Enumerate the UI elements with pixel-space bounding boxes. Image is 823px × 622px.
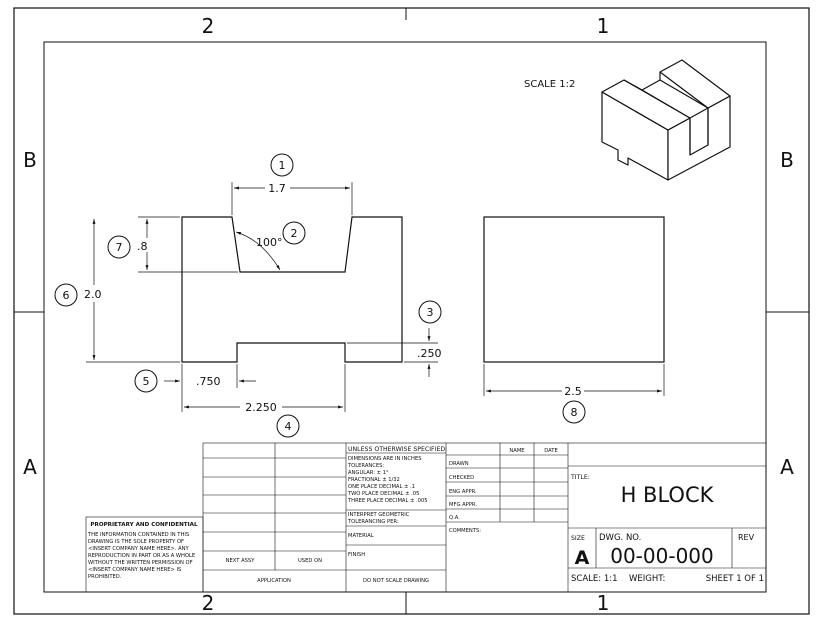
svg-text:4: 4 xyxy=(285,420,292,433)
name-header: NAME xyxy=(509,448,524,454)
balloon-8 xyxy=(562,400,586,424)
svg-text:THREE PLACE DECIMAL ± .005: THREE PLACE DECIMAL ± .005 xyxy=(347,498,428,504)
outer-border xyxy=(13,7,810,615)
application-label: APPLICATION xyxy=(257,578,291,584)
zone-right-a: A xyxy=(780,455,794,479)
zone-bottom-1: 1 xyxy=(597,591,610,615)
isometric-view xyxy=(601,59,731,181)
svg-text:CHECKED: CHECKED xyxy=(449,475,474,481)
dim-foot-height: .250 xyxy=(417,347,442,360)
svg-text:ENG APPR.: ENG APPR. xyxy=(449,489,477,495)
zone-top-1: 1 xyxy=(597,14,610,38)
balloon-6 xyxy=(54,283,78,307)
iso-top-right xyxy=(659,59,731,109)
svg-text:ANGULAR: ± 1°: ANGULAR: ± 1° xyxy=(348,470,389,476)
balloon-4 xyxy=(276,414,300,438)
rev-label: REV xyxy=(738,533,755,542)
svg-text:ONE PLACE DECIMAL ± .1: ONE PLACE DECIMAL ± .1 xyxy=(348,484,415,490)
balloon-3 xyxy=(418,300,442,324)
svg-text:5: 5 xyxy=(143,375,150,388)
svg-text:TOLERANCES:: TOLERANCES: xyxy=(347,463,384,469)
used-on-label: USED ON xyxy=(298,558,322,564)
svg-text:8: 8 xyxy=(571,406,578,419)
drawing-title: H BLOCK xyxy=(621,483,715,507)
svg-text:DRAWING IS THE SOLE PROPERTY O: DRAWING IS THE SOLE PROPERTY OF xyxy=(88,539,184,545)
svg-text:Q.A.: Q.A. xyxy=(449,515,460,521)
size-label: SIZE xyxy=(571,535,585,542)
dim-width-top: 1.7 xyxy=(268,182,286,195)
date-header: DATE xyxy=(544,448,558,454)
balloon-7 xyxy=(107,235,131,259)
balloon-5 xyxy=(134,369,158,393)
zone-bottom-2: 2 xyxy=(202,591,215,615)
svg-text:MFG APPR.: MFG APPR. xyxy=(449,502,477,508)
next-assy-label: NEXT ASSY xyxy=(226,558,256,564)
dim-slot-depth: .8 xyxy=(137,240,148,253)
svg-text:FRACTIONAL ± 1/32: FRACTIONAL ± 1/32 xyxy=(348,477,400,483)
svg-text:THE INFORMATION CONTAINED IN T: THE INFORMATION CONTAINED IN THIS xyxy=(87,532,189,538)
zone-right-b: B xyxy=(780,148,794,172)
svg-text:3: 3 xyxy=(427,306,434,319)
weight-label: WEIGHT: xyxy=(629,574,665,584)
svg-text:TWO PLACE DECIMAL ± .05: TWO PLACE DECIMAL ± .05 xyxy=(347,491,419,497)
svg-text:<INSERT COMPANY NAME HERE>. A: <INSERT COMPANY NAME HERE>. ANY xyxy=(88,546,190,552)
zone-left-b: B xyxy=(23,148,37,172)
svg-text:PROHIBITED.: PROHIBITED. xyxy=(88,574,122,580)
scale-note: SCALE 1:2 xyxy=(524,79,575,90)
svg-text:WITHOUT THE WRITTEN PERMISSION: WITHOUT THE WRITTEN PERMISSION OF xyxy=(88,560,193,566)
svg-text:<INSERT COMPANY NAME HERE> IS: <INSERT COMPANY NAME HERE> IS xyxy=(88,567,181,573)
finish-label: FINISH xyxy=(348,552,365,558)
svg-text:TOLERANCING PER:: TOLERANCING PER: xyxy=(347,519,399,525)
front-view-outline xyxy=(181,216,403,363)
title-block-text: UNLESS OTHERWISE SPECIFIED: DIMENSIONS A… xyxy=(87,446,764,584)
zone-top-2: 2 xyxy=(202,14,215,38)
svg-text:INTERPRET GEOMETRIC: INTERPRET GEOMETRIC xyxy=(348,512,410,518)
balloon-1 xyxy=(270,153,294,177)
svg-text:DIMENSIONS ARE IN INCHES: DIMENSIONS ARE IN INCHES xyxy=(348,456,422,462)
svg-text:2: 2 xyxy=(291,227,298,240)
scale-label: SCALE: 1:1 xyxy=(571,574,618,584)
front-view: 1.7 1 100° 2 .8 7 2.0 6 .250 3 xyxy=(54,153,442,438)
dim-depth: 2.5 xyxy=(564,385,582,398)
svg-text:REPRODUCTION IN PART OR AS A W: REPRODUCTION IN PART OR AS A WHOLE xyxy=(88,553,195,559)
unless-specified: UNLESS OTHERWISE SPECIFIED: xyxy=(348,446,447,453)
dim-foot-span: 2.250 xyxy=(245,401,277,414)
proprietary-title: PROPRIETARY AND CONFIDENTIAL xyxy=(90,522,198,528)
svg-text:DRAWN: DRAWN xyxy=(449,461,469,467)
title-block xyxy=(85,442,767,593)
dim-angle: 100° xyxy=(256,236,283,249)
zone-left-a: A xyxy=(23,455,37,479)
balloon-2 xyxy=(282,221,306,245)
svg-text:7: 7 xyxy=(116,241,123,254)
title-label: TITLE: xyxy=(570,474,590,481)
svg-text:1: 1 xyxy=(279,159,286,172)
dwg-no-label: DWG. NO. xyxy=(599,533,641,543)
dwg-number: 00-00-000 xyxy=(610,544,714,568)
material-label: MATERIAL xyxy=(348,533,374,539)
do-not-scale: DO NOT SCALE DRAWING xyxy=(363,578,429,584)
dim-foot-width: .750 xyxy=(196,375,221,388)
sheet-label: SHEET 1 OF 1 xyxy=(706,574,764,584)
dim-height: 2.0 xyxy=(84,288,102,301)
sheet-size: A xyxy=(575,547,590,569)
side-view-outline xyxy=(483,216,665,363)
svg-text:COMMENTS:: COMMENTS: xyxy=(449,528,481,534)
svg-text:6: 6 xyxy=(63,289,70,302)
side-view: 2.5 8 xyxy=(483,216,665,424)
